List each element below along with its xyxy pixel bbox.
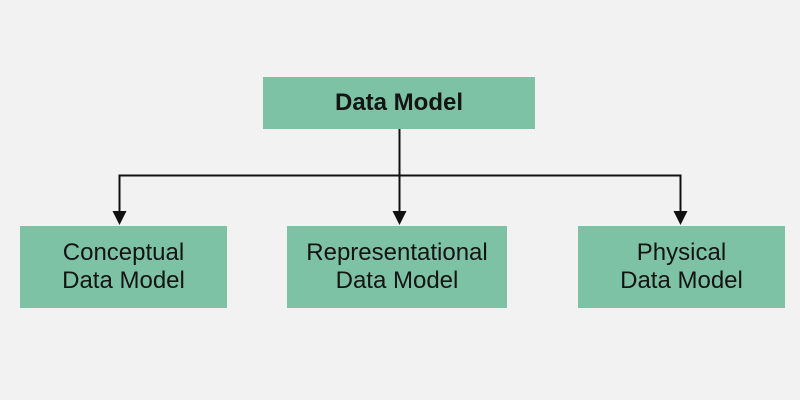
node-data-model-label: Data Model [334, 89, 463, 116]
node-physical-data-model-label: Physical Data Model [620, 239, 743, 294]
node-conceptual-data-model-label: Conceptual Data Model [62, 239, 185, 294]
node-physical-data-model: Physical Data Model [578, 226, 785, 308]
node-data-model: Data Model [263, 77, 535, 129]
arrowhead-right-icon [673, 211, 688, 225]
node-representational-data-model: Representational Data Model [287, 226, 507, 308]
node-representational-data-model-label: Representational Data Model [306, 239, 488, 294]
node-conceptual-data-model: Conceptual Data Model [20, 226, 227, 308]
arrowhead-left-icon [112, 211, 127, 225]
arrowhead-middle-icon [392, 211, 407, 225]
